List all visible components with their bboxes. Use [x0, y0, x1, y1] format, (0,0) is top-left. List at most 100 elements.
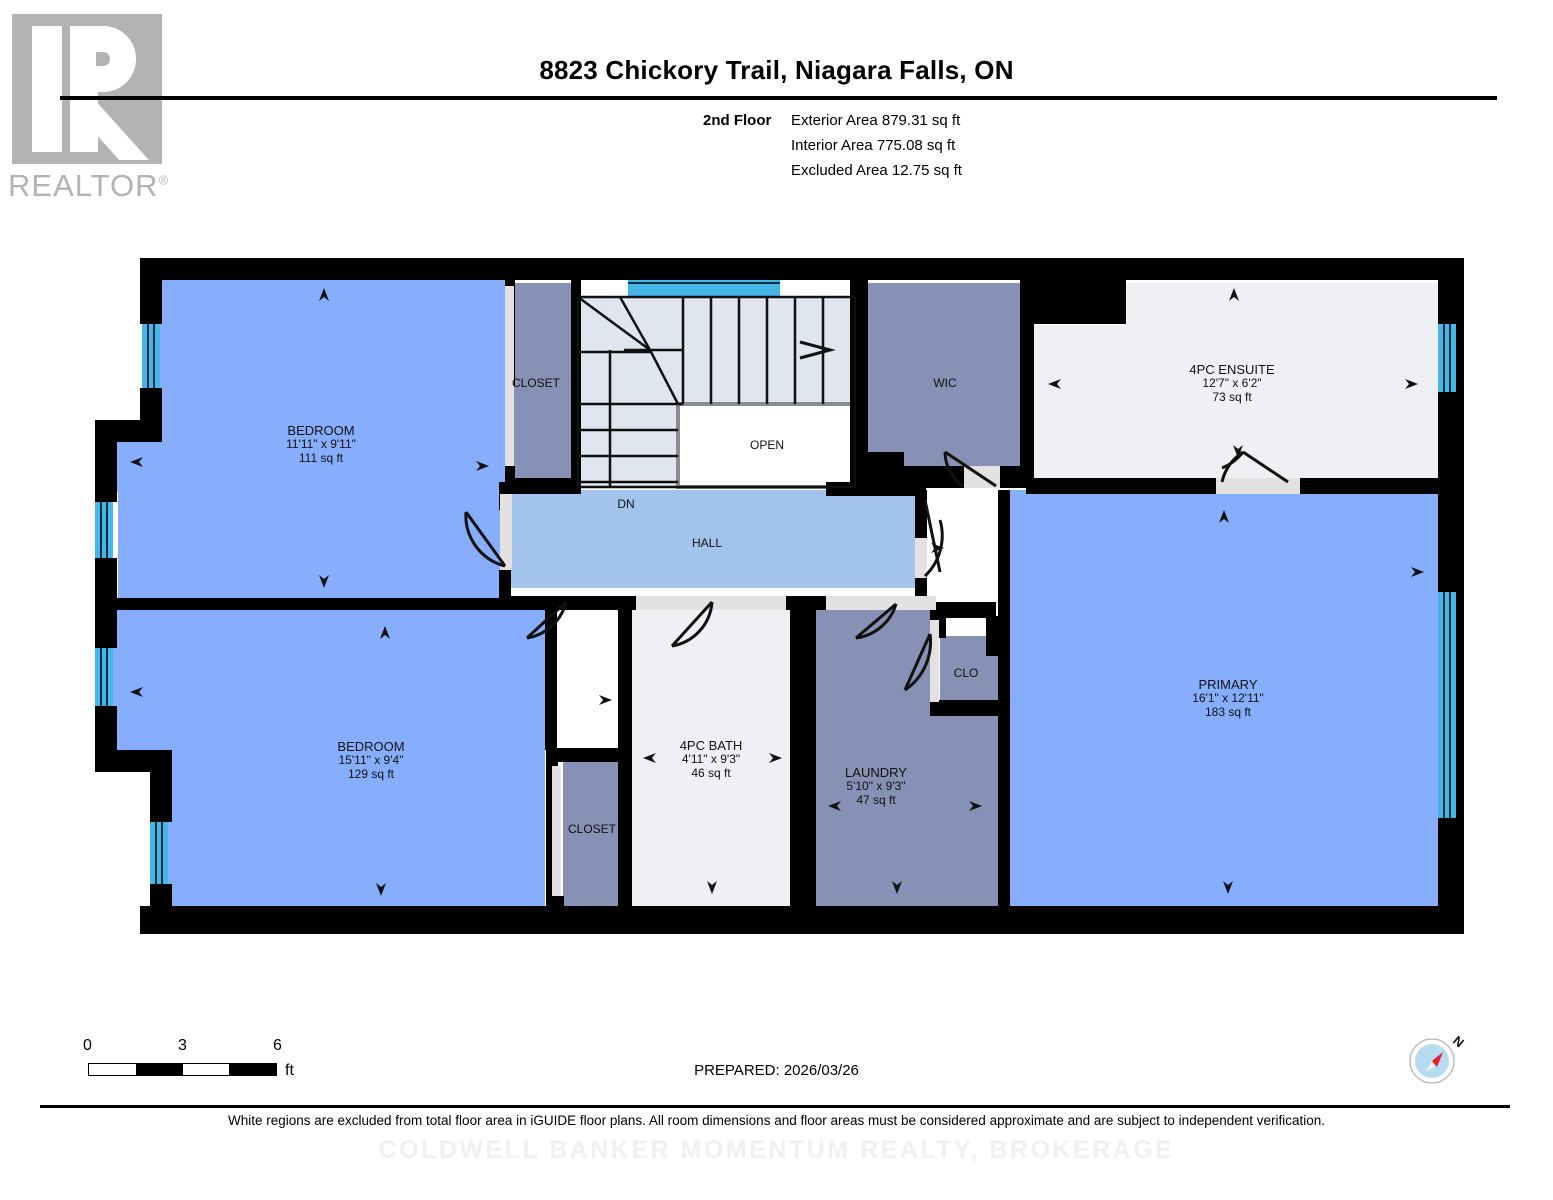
- door-swing-group: [464, 450, 1289, 692]
- label-laundry-area: 47 sq ft: [856, 793, 896, 807]
- room-fill-bath: [630, 608, 793, 908]
- wall-right: [1456, 258, 1464, 934]
- room-fill-closet-1: [512, 283, 574, 483]
- realtor-logo-bowl: [70, 26, 136, 92]
- wall-left-a: [140, 388, 162, 422]
- wall-group: [95, 258, 1464, 934]
- door-hall-primary: [923, 499, 942, 573]
- sill-ensuite: [1216, 478, 1300, 494]
- wall-hall-top: [505, 482, 581, 494]
- room-fill-bedroom-1: [95, 278, 505, 600]
- wall-wic-bottom: [854, 466, 964, 488]
- window-left-bottom: [150, 818, 168, 886]
- compass-north-label: N: [1450, 1033, 1465, 1051]
- floor-label: 2nd Floor: [703, 112, 772, 129]
- footer-divider: [40, 1105, 1510, 1108]
- label-bedroom-1-area: 111 sq ft: [299, 451, 344, 465]
- label-hall: HALL: [692, 536, 722, 550]
- window-left-mid: [95, 500, 113, 560]
- wall-ensuite-bottom-a: [1026, 478, 1216, 494]
- room-label-group: BEDROOM 11'11" x 9'11" 111 sq ft BEDROOM…: [286, 362, 1275, 836]
- page-title: 8823 Chickory Trail, Niagara Falls, ON: [539, 55, 1014, 85]
- realtor-logo: [12, 14, 162, 164]
- label-bath-area: 46 sq ft: [691, 766, 731, 780]
- wall-closet2-bottom: [546, 896, 564, 912]
- sill-hall-bottom-laundry: [826, 596, 936, 610]
- door-ensuite-arc: [1220, 450, 1244, 483]
- label-ensuite-name: 4PC ENSUITE: [1189, 362, 1275, 377]
- room-fill-primary: [1010, 490, 1438, 908]
- door-bedroom-1: [464, 511, 506, 568]
- wall-left-b: [95, 420, 117, 502]
- window-right-primary: [1438, 590, 1456, 820]
- scale-tick-3: 3: [178, 1037, 187, 1054]
- window-right-ensuite: [1438, 322, 1456, 394]
- prepared-date: PREPARED: 2026/03/26: [694, 1062, 859, 1079]
- wall-top: [140, 258, 1464, 280]
- label-primary-dims: 16'1" x 12'11": [1192, 691, 1264, 705]
- wall-bed-divider: [117, 598, 507, 610]
- wall-left-upper: [140, 258, 162, 324]
- label-closet-2: CLOSET: [568, 822, 617, 836]
- brokerage-watermark: COLDWELL BANKER MOMENTUM REALTY, BROKERA…: [378, 1136, 1175, 1164]
- sill-clo: [930, 620, 939, 702]
- wall-clo-bottom: [930, 700, 1004, 716]
- exterior-area-text: Exterior Area 879.31 sq ft: [791, 112, 961, 129]
- label-wic: WIC: [933, 376, 957, 390]
- wall-wic-right: [1020, 278, 1034, 478]
- sill-closet-1: [505, 286, 514, 466]
- window-left-upper: [142, 322, 160, 390]
- wall-ensuite-left: [1026, 258, 1040, 324]
- wall-bed2-right: [545, 636, 557, 750]
- wall-closet2-top: [546, 748, 626, 762]
- wall-right-inner-a: [1438, 258, 1458, 324]
- label-ensuite-area: 73 sq ft: [1212, 390, 1252, 404]
- label-bedroom-2-name: BEDROOM: [337, 739, 404, 754]
- label-primary-name: PRIMARY: [1199, 677, 1258, 692]
- realtor-wordmark: REALTOR®: [8, 168, 169, 204]
- wall-left-e: [150, 750, 172, 822]
- wall-closet1-right: [571, 278, 581, 490]
- realtor-logo-bar: [32, 26, 62, 152]
- wall-laundry-left: [804, 606, 816, 908]
- wall-left-f: [150, 884, 172, 934]
- sill-hall-right: [915, 538, 927, 578]
- label-laundry-dims: 5'10" x 9'3": [846, 779, 905, 793]
- wall-clo-right: [986, 616, 1000, 656]
- label-closet-1: CLOSET: [512, 376, 561, 390]
- compass-needle-north: [1432, 1052, 1443, 1067]
- wall-hall-bottom-a: [499, 596, 619, 610]
- realtor-wordmark-text: REALTOR: [8, 168, 159, 203]
- room-fill-bedroom-2: [95, 608, 545, 908]
- door-laundry-arc: [855, 603, 898, 640]
- label-bedroom-2-dims: 15'11" x 9'4": [339, 753, 404, 767]
- door-clo: [904, 633, 933, 692]
- header-divider: [60, 96, 1497, 100]
- room-fill-laundry: [812, 608, 1003, 908]
- compass-needle-south: [1424, 1060, 1437, 1073]
- registered-mark: ®: [158, 172, 170, 188]
- label-bath-name: 4PC BATH: [680, 738, 743, 753]
- label-laundry-name: LAUNDRY: [845, 765, 907, 780]
- door-bath: [671, 601, 714, 648]
- wall-wic-left: [854, 278, 868, 468]
- interior-area-text: Interior Area 775.08 sq ft: [791, 137, 956, 154]
- wall-right-inner-c: [1438, 818, 1458, 934]
- wall-clo-top-b: [936, 602, 996, 618]
- scale-tick-6: 6: [273, 1037, 282, 1054]
- label-clo: CLO: [954, 666, 979, 680]
- label-ensuite-dims: 12'7" x 6'2": [1202, 376, 1261, 390]
- wall-left-c: [95, 558, 117, 648]
- label-stairs-down: DN: [617, 497, 634, 511]
- room-fill-ensuite: [1032, 283, 1438, 483]
- stairs: [576, 295, 857, 489]
- compass-rose: N: [1409, 1033, 1465, 1084]
- wall-ensuite-bottom-b: [1300, 478, 1460, 494]
- label-primary-area: 183 sq ft: [1205, 705, 1252, 719]
- wall-hall-right: [915, 490, 927, 540]
- label-bath-dims: 4'11" x 9'3": [682, 752, 740, 766]
- door-wic: [943, 451, 964, 488]
- wall-ensuite-top-left: [1026, 258, 1126, 324]
- room-fill-closet-2: [563, 762, 620, 908]
- door-bedroom-2: [526, 601, 568, 640]
